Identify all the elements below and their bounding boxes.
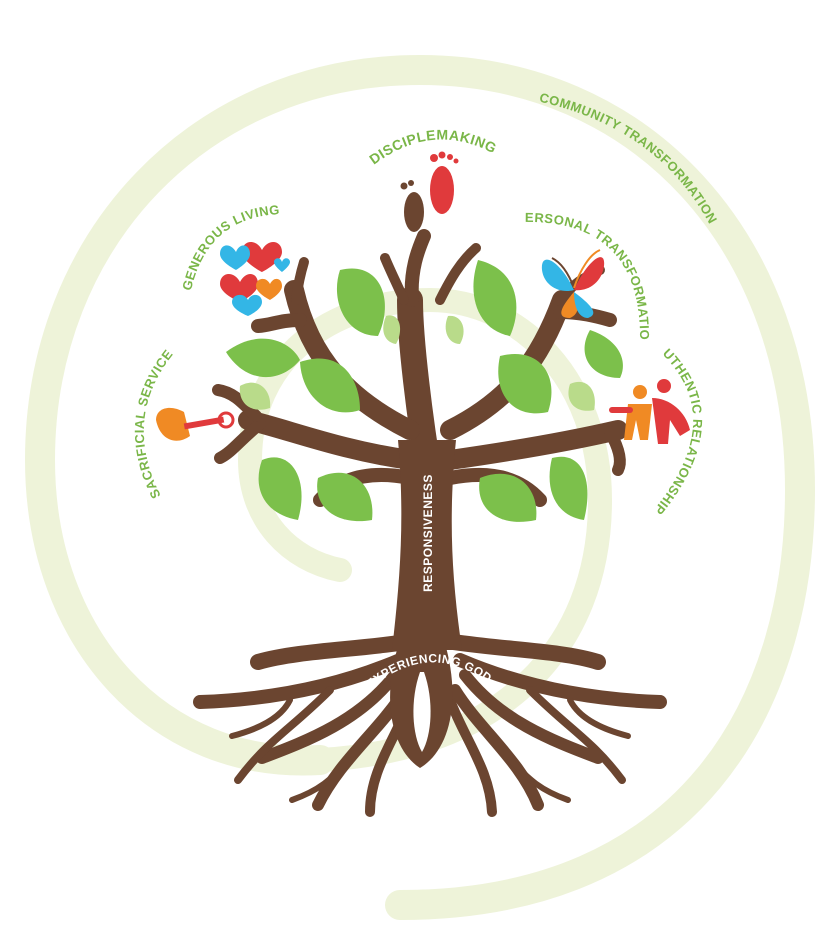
hearts-icon — [220, 241, 290, 316]
leaf — [383, 315, 401, 344]
leaf — [498, 354, 552, 414]
leaf — [317, 472, 373, 522]
leaf — [239, 382, 271, 410]
root-highlight — [413, 672, 431, 752]
trunk — [392, 440, 462, 650]
label-responsiveness: RESPONSIVENESS — [421, 474, 435, 592]
footprints-icon — [400, 151, 459, 232]
leaf — [258, 457, 302, 520]
leaf — [226, 338, 300, 378]
leaf — [300, 358, 360, 413]
label-personal-transformation: PERSONAL TRANSFORMATION — [0, 0, 652, 340]
leaf — [336, 268, 385, 336]
leaf — [549, 456, 588, 520]
butterfly-icon — [541, 249, 605, 318]
spiral-outer — [24, 54, 816, 920]
people-icon — [609, 379, 690, 444]
tree-leaves — [226, 260, 623, 522]
leaf — [473, 260, 517, 336]
shovel-icon — [156, 407, 235, 441]
leaf — [568, 381, 595, 411]
leaf — [584, 330, 623, 378]
leaf — [479, 473, 537, 522]
leaf — [445, 315, 464, 344]
